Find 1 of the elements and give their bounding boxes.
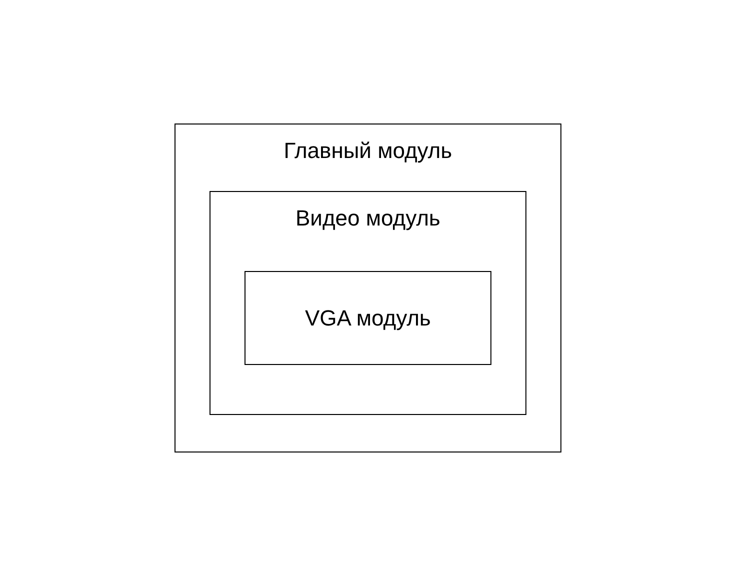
node-box: VGA модуль [244, 270, 492, 364]
